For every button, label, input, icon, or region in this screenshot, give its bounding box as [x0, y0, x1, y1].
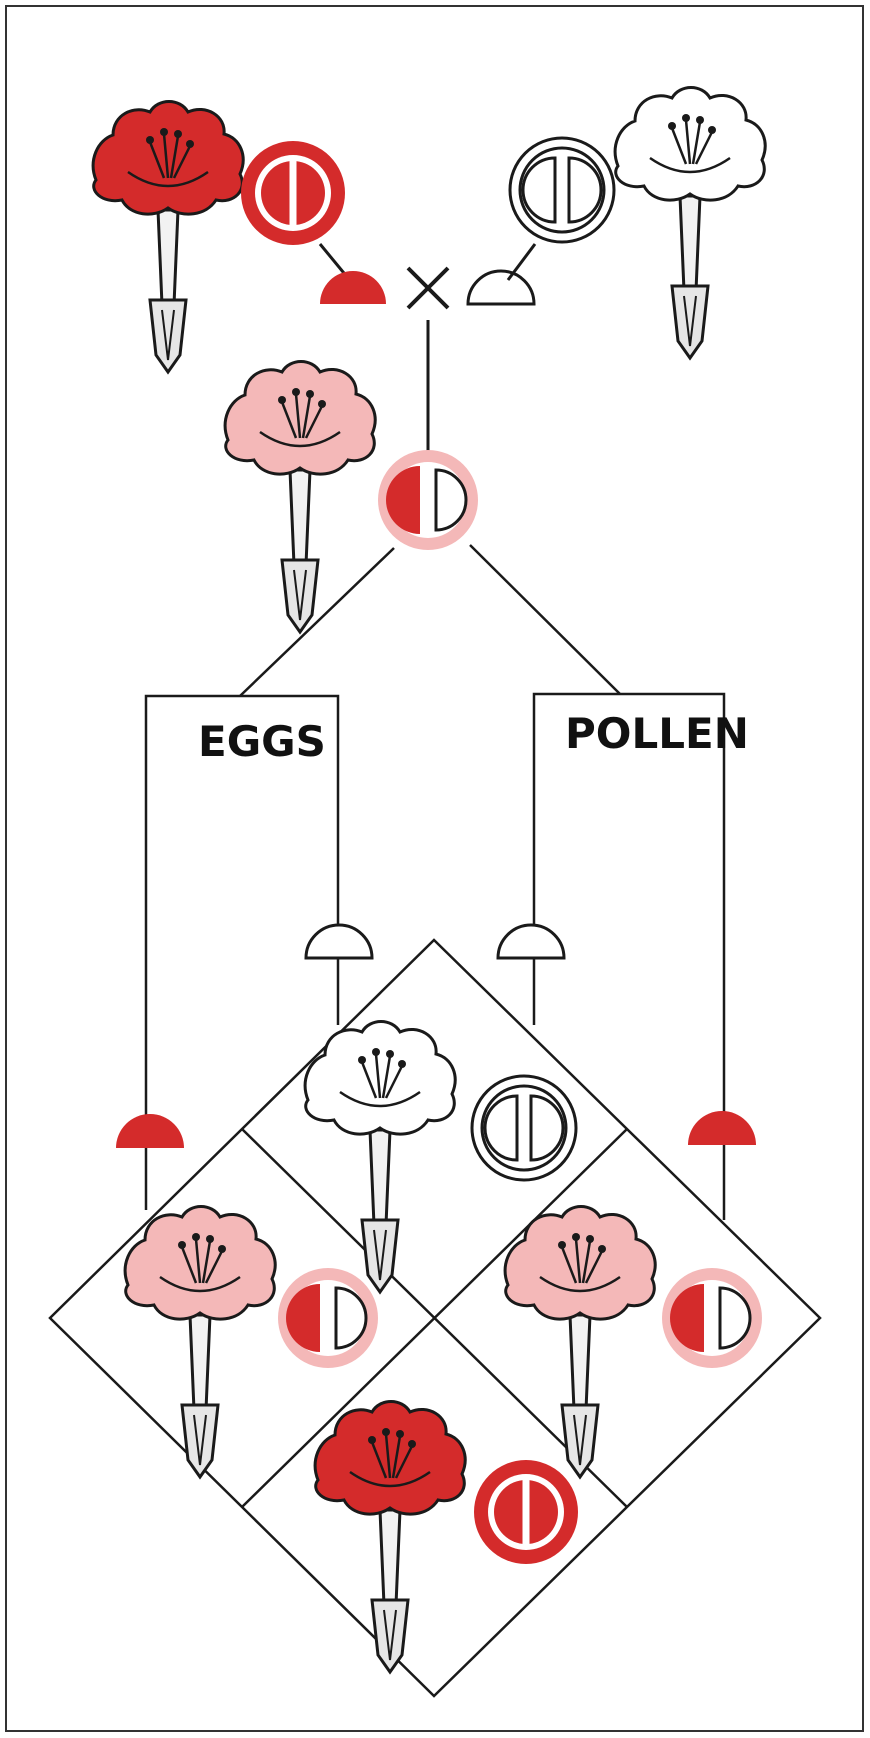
f2-top-genotype-symbol: [472, 1076, 576, 1180]
parent-white-gamete: [468, 271, 534, 304]
f2-right-pink-flower: [505, 1207, 655, 1478]
f2-bottom-red-flower: [315, 1402, 465, 1673]
egg-gamete-red: [116, 1114, 184, 1148]
f1-pink-flower: [225, 362, 375, 633]
parent-red-genotype-symbol: [241, 141, 345, 245]
f2-left-pink-flower: [125, 1207, 275, 1478]
parent-white-genotype-symbol: [510, 138, 614, 242]
pollen-label: POLLEN: [565, 709, 749, 758]
f2-right-genotype-symbol: [662, 1268, 762, 1368]
f1-genotype-symbol: [378, 450, 478, 550]
pollen-gamete-red: [688, 1111, 756, 1145]
egg-gamete-white: [306, 925, 372, 958]
parent-red-flower: [93, 102, 243, 373]
f2-left-genotype-symbol: [278, 1268, 378, 1368]
cross-symbol: [408, 268, 448, 308]
f2-bottom-genotype-symbol: [474, 1460, 578, 1564]
eggs-label: EGGS: [198, 717, 326, 766]
parent-white-flower: [615, 88, 765, 359]
pollen-gamete-white: [498, 925, 564, 958]
f2-top-white-flower: [305, 1022, 455, 1293]
parent-red-gamete: [320, 271, 386, 304]
